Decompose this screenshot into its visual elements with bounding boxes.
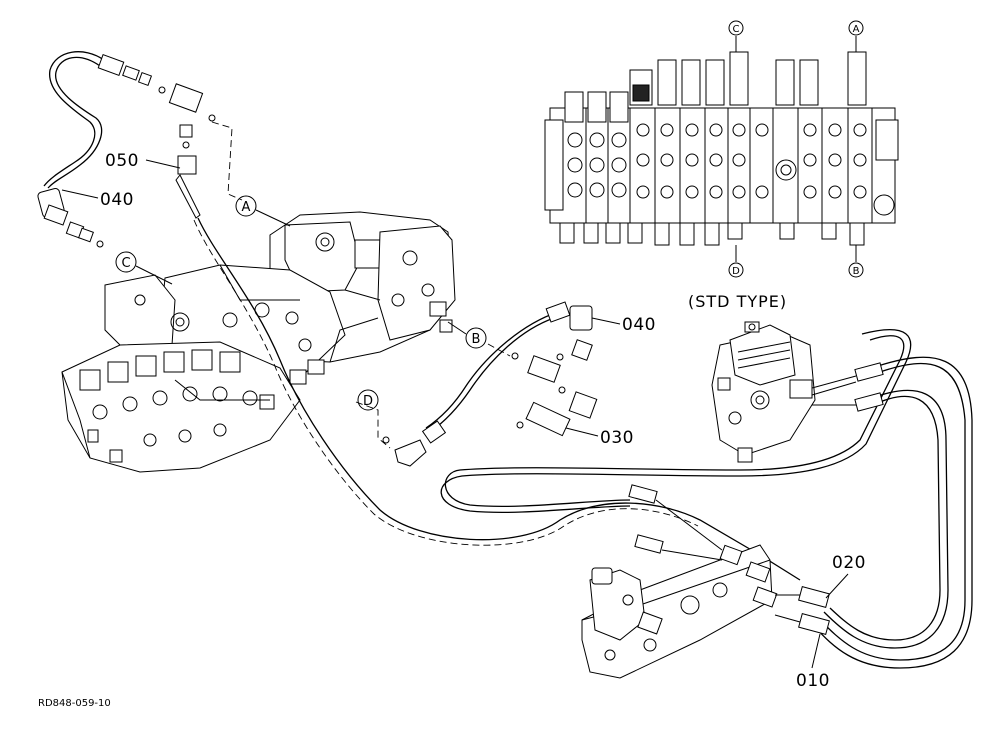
- svg-text:040: 040: [100, 190, 134, 210]
- long-hose-dash: [193, 219, 699, 546]
- label-050: 050: [105, 151, 181, 171]
- inset-marker-top-a: A: [848, 20, 864, 36]
- svg-text:A: A: [853, 24, 860, 35]
- callout-c: C: [115, 251, 173, 285]
- svg-text:D: D: [732, 266, 740, 277]
- svg-text:B: B: [853, 266, 860, 277]
- long-hose: [197, 217, 801, 581]
- right-loop-hose: [440, 329, 973, 669]
- svg-text:B: B: [472, 332, 481, 347]
- label-010: 010: [796, 633, 830, 691]
- callout-b: B: [447, 321, 487, 349]
- svg-text:050: 050: [105, 151, 139, 171]
- label-020: 020: [825, 553, 866, 599]
- distributor-valve: [711, 321, 884, 463]
- label-040-right: 040: [591, 315, 656, 335]
- svg-text:C: C: [121, 256, 130, 271]
- inset-marker-bottom-d: D: [728, 262, 744, 278]
- manifold-block: [581, 484, 830, 679]
- label-040-left: 040: [61, 189, 134, 210]
- svg-text:D: D: [363, 394, 373, 409]
- leader-a-dash: [211, 121, 243, 201]
- inset-marker-bottom-b: B: [848, 262, 864, 278]
- svg-text:020: 020: [832, 553, 866, 573]
- callout-d: D: [357, 389, 379, 411]
- leader-d-dash: [355, 401, 391, 449]
- svg-text:040: 040: [622, 315, 656, 335]
- std-type-label: (STD TYPE): [688, 292, 787, 311]
- svg-text:010: 010: [796, 671, 830, 691]
- inset-marker-top-c: C: [728, 20, 744, 36]
- reference-code: RD848-059-10: [38, 698, 111, 709]
- svg-text:030: 030: [600, 428, 634, 448]
- label-030: 030: [565, 427, 634, 448]
- callout-a: A: [235, 195, 291, 227]
- inset-std-type-valve: [544, 36, 899, 262]
- svg-text:A: A: [242, 200, 251, 215]
- svg-text:C: C: [733, 24, 740, 35]
- middle-hose-assembly: [382, 301, 598, 467]
- left-hose-loop: [37, 51, 216, 248]
- main-control-valve: [61, 211, 456, 473]
- leader-b-dash: [487, 343, 511, 357]
